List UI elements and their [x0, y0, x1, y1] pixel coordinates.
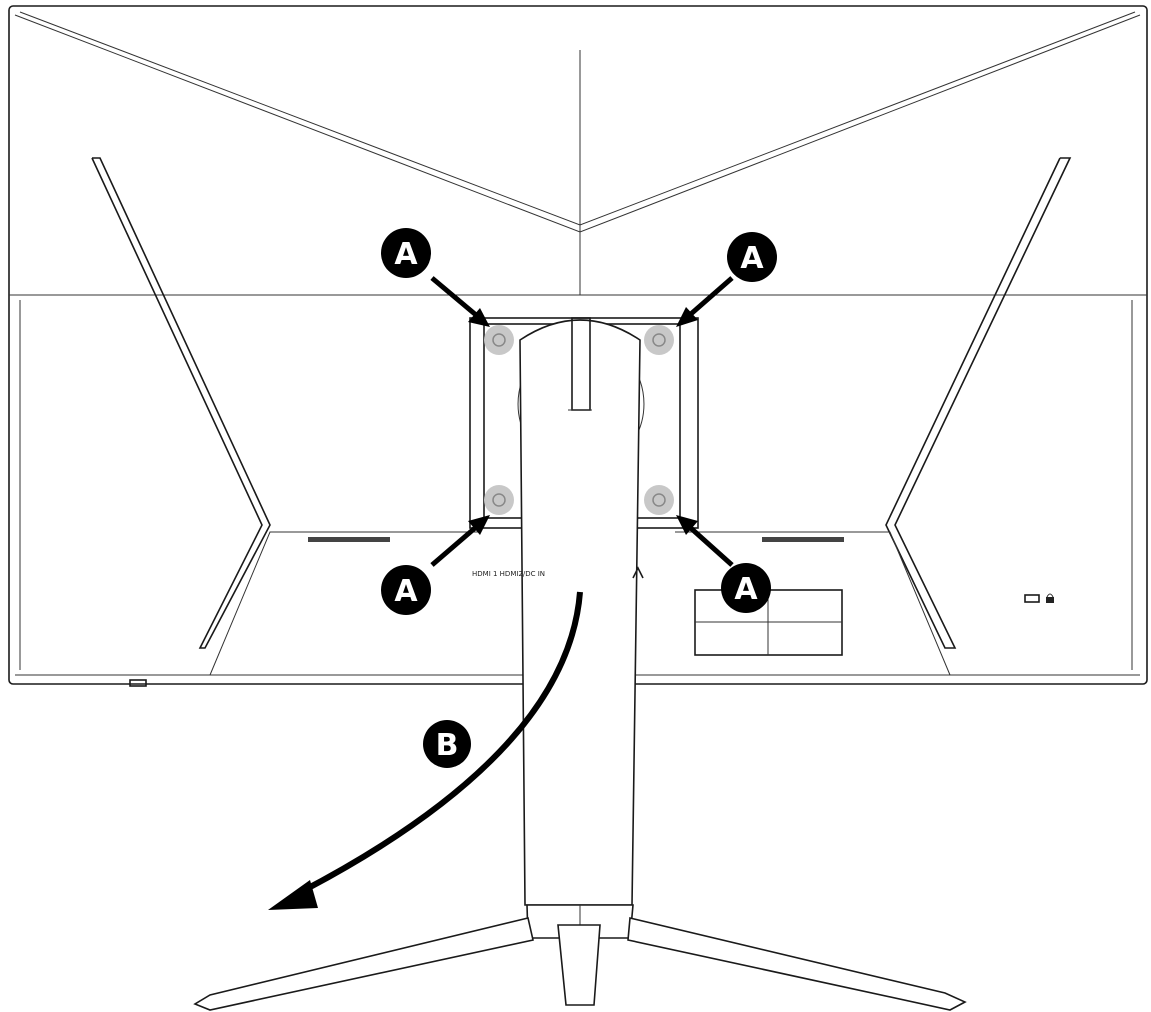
- lock-icon: [1046, 593, 1054, 603]
- screw-icon: [644, 485, 674, 515]
- screw-icon: [644, 325, 674, 355]
- screw-icon: [484, 485, 514, 515]
- vent-right: [762, 537, 844, 542]
- stand: [193, 317, 967, 1011]
- svg-text:A: A: [394, 237, 418, 272]
- arrow-icon: [430, 276, 490, 327]
- curved-arrow-icon: [268, 591, 583, 910]
- vent-left: [308, 537, 390, 542]
- port-label: HDMI 1 HDMI2/DC IN: [472, 570, 545, 578]
- callout-a: A: [381, 565, 431, 615]
- screw-icon: [484, 325, 514, 355]
- svg-text:A: A: [740, 241, 764, 276]
- arrow-icon: [676, 515, 734, 567]
- callout-a: A: [721, 563, 771, 613]
- port-block: [694, 589, 843, 656]
- svg-text:B: B: [436, 728, 459, 763]
- callout-a: A: [381, 228, 431, 278]
- audio-port-icon: [632, 566, 644, 579]
- callout-b: B: [423, 720, 471, 768]
- arrow-icon: [430, 515, 490, 567]
- svg-text:A: A: [394, 574, 418, 609]
- usb-port-icon: [1024, 594, 1040, 603]
- arrow-icon: [676, 276, 734, 327]
- callout-a: A: [727, 232, 777, 282]
- svg-text:A: A: [734, 572, 758, 607]
